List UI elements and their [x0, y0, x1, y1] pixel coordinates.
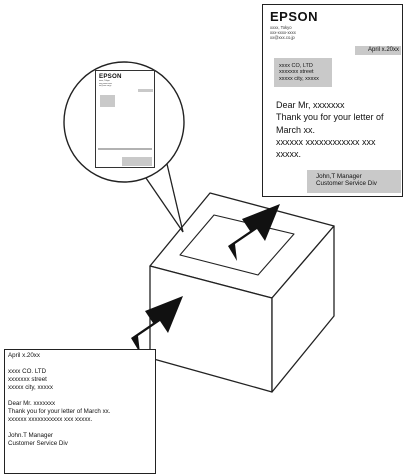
body-line: Thank you for your letter of — [276, 112, 384, 123]
input-line: Dear Mr. xxxxxxx — [8, 400, 56, 407]
printer-paper-slot — [179, 214, 295, 276]
body-line: xxxxxx xxxxxxxxxxxx xxx — [276, 136, 376, 147]
input-text: April x.20xx xxxx CO. LTD xxxxxxx street… — [8, 352, 110, 448]
input-line: April x.20xx — [8, 352, 40, 359]
letter-signature: John,T Manager Customer Service Div — [307, 170, 401, 193]
printed-letter: EPSON xxxx, Tokyo xxx-xxxx-xxxx xx@xxx.c… — [262, 4, 403, 197]
magnified-letter-thumbnail: EPSON xxxx, Tokyo xxx-xxxx-xxxx xx@xxx.c… — [95, 70, 155, 168]
letter-date: April x.20xx — [355, 46, 401, 55]
input-line: xxxxxx xxxxxxxxxxx xxx xxxxx. — [8, 416, 93, 423]
thumbnail-address-line: xx@xxx.co.jp — [99, 85, 112, 88]
body-line: March xx. — [276, 124, 316, 135]
letter-company-address: xxxx, Tokyo xxx-xxxx-xxxx xx@xxx.co.jp — [270, 25, 296, 40]
thumbnail-address-line: xxx-xxxx-xxxx — [99, 82, 112, 85]
input-line: John.T Manager — [8, 432, 53, 439]
output-arrow — [228, 204, 280, 261]
address-line: xxxx, Tokyo — [270, 25, 292, 30]
signature-line: John,T Manager — [316, 173, 362, 180]
address-line: xxx-xxxx-xxxx — [270, 30, 296, 35]
thumbnail-address: xxxx, Tokyo xxx-xxxx-xxxx xx@xxx.co.jp — [99, 80, 112, 88]
address-line: xx@xxx.co.jp — [270, 35, 295, 40]
thumbnail-recipient-block — [100, 95, 115, 107]
input-text-document: April x.20xx xxxx CO. LTD xxxxxxx street… — [4, 349, 156, 474]
recipient-line: xxxx CO, LTD — [279, 63, 313, 69]
body-line: xxxxx. — [276, 149, 302, 160]
input-line: xxxx CO. LTD — [8, 368, 47, 375]
thumbnail-logo: EPSON — [99, 73, 122, 80]
input-line: xxxxxxx street — [8, 376, 47, 383]
body-line: Dear Mr, xxxxxxx — [276, 100, 345, 110]
letter-body: Dear Mr, xxxxxxx Thank you for your lett… — [276, 99, 403, 160]
thumbnail-date-block — [138, 89, 153, 92]
printer-box — [149, 192, 335, 393]
recipient-line: xxxxx city, xxxxx — [279, 75, 319, 82]
thumbnail-rule — [98, 148, 152, 150]
letter-recipient: xxxx CO, LTD xxxxxxx street xxxxx city, … — [274, 58, 332, 87]
recipient-line: xxxxxxx street — [279, 69, 314, 76]
printer-side-face — [271, 225, 335, 393]
letter-logo: EPSON — [270, 9, 319, 24]
thumbnail-address-line: xxxx, Tokyo — [99, 80, 110, 82]
input-line: Thank you for your letter of March xx. — [8, 408, 111, 415]
magnifier-pointer — [145, 163, 184, 233]
input-line: xxxxx city, xxxxx — [8, 384, 53, 391]
input-arrow — [131, 296, 183, 353]
thumbnail-signature-block — [122, 157, 152, 166]
input-line: Customer Service Div — [8, 440, 68, 447]
signature-line: Customer Service Div — [316, 180, 377, 188]
